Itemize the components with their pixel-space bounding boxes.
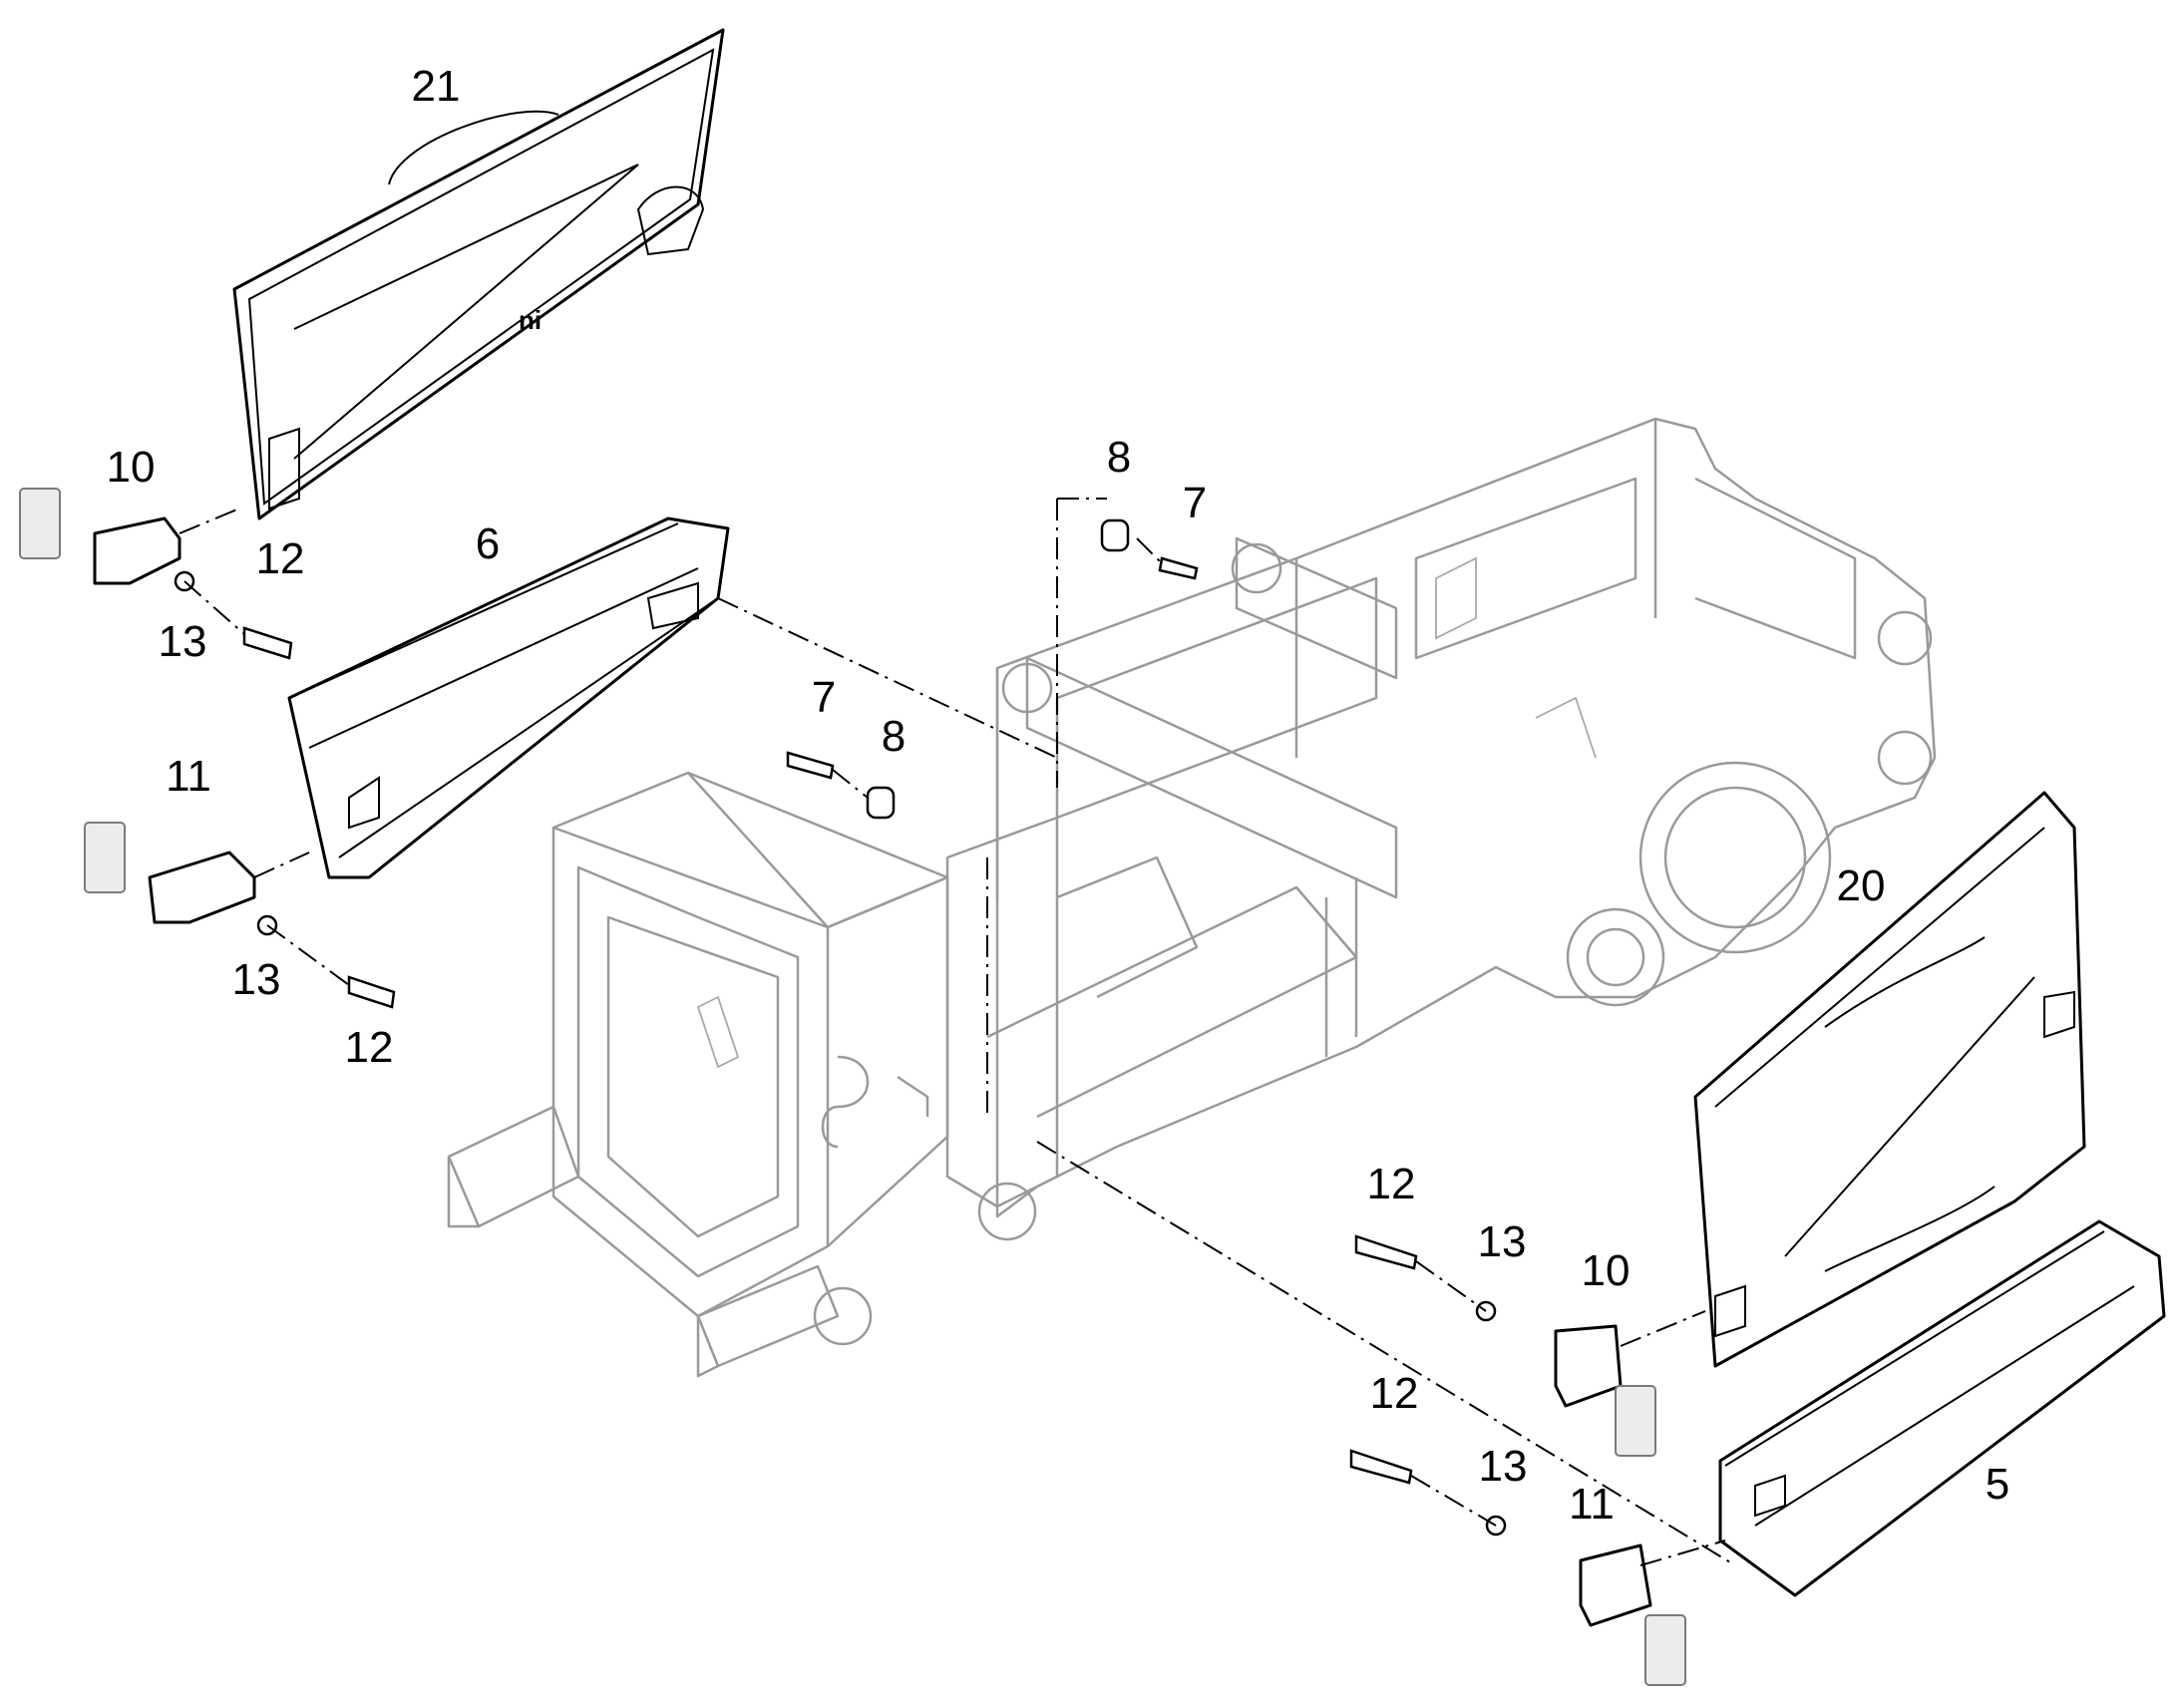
hardware-center [786,518,1199,820]
label-10: 10 [1581,1246,1631,1295]
part-21-side-door: ni [232,28,725,520]
label-7: 7 [1182,479,1208,527]
part-5-side-panel [1718,1219,2166,1597]
label-13: 13 [1478,1442,1528,1491]
hardware-top-left [19,488,396,1009]
label-13: 13 [158,617,207,666]
label-13: 13 [1477,1217,1527,1266]
label-12: 12 [344,1023,394,1072]
chassis-frame [447,417,1937,1378]
label-10: 10 [106,443,156,492]
label-5: 5 [1985,1460,2010,1509]
label-11: 11 [1569,1480,1615,1529]
label-12: 12 [255,534,305,583]
svg-text:ni: ni [519,305,542,335]
label-20: 20 [1836,861,1886,910]
label-12: 12 [1369,1369,1419,1418]
label-8: 8 [1106,433,1132,482]
leader-lines [179,498,1736,1566]
part-20-side-door [1693,791,2086,1368]
label-21: 21 [411,62,461,111]
hardware-right [1349,1234,1686,1686]
part-6-side-panel [287,516,730,879]
label-7: 7 [811,673,837,722]
label-6: 6 [475,519,501,568]
label-8: 8 [881,712,907,761]
label-12: 12 [1366,1160,1416,1208]
label-13: 13 [231,955,281,1004]
label-11: 11 [166,752,211,801]
